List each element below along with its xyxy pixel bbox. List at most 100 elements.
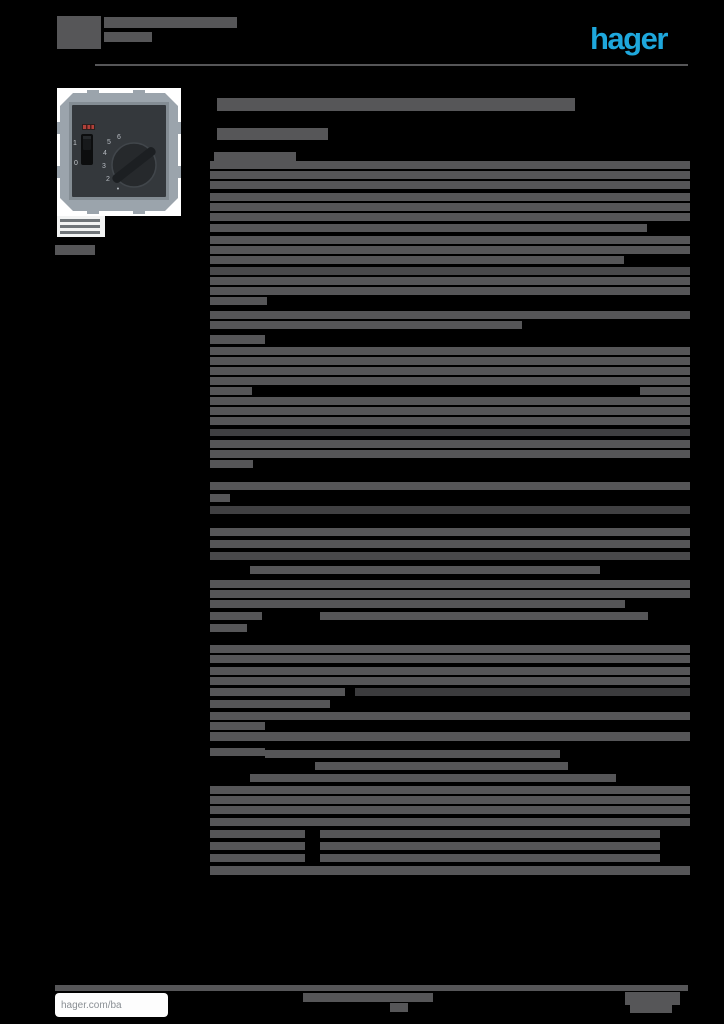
redacted-text-line: [250, 566, 600, 574]
redacted-text-line: [320, 854, 660, 862]
redacted-text-line: [210, 335, 265, 344]
redacted-text-line: [210, 854, 305, 862]
redacted-text-line: [210, 213, 690, 221]
dial-number-3: 3: [102, 163, 106, 170]
redacted-text-line: [625, 992, 680, 1005]
redacted-text-line: [320, 842, 660, 850]
hager-logo: hager: [590, 21, 668, 56]
redacted-text-line: [217, 128, 328, 140]
redacted-text-line: [210, 818, 690, 826]
redacted-text-line: [210, 171, 690, 179]
redacted-text-line: [210, 688, 345, 696]
redacted-text-line: [210, 806, 690, 814]
dial-number-5: 5: [107, 139, 111, 146]
redacted-text-line: [210, 193, 690, 201]
redacted-text-line: [104, 32, 152, 42]
redacted-text-line: [210, 612, 262, 620]
label-text-line: [60, 231, 100, 234]
switch-label-on: 1: [73, 140, 77, 147]
footer-website-link[interactable]: hager.com/ba: [55, 993, 168, 1017]
redacted-text-line: [210, 417, 690, 425]
redacted-text-line: [210, 655, 690, 663]
redacted-text-line: [210, 347, 690, 355]
redacted-text-line: [210, 287, 690, 295]
indicator-led: [82, 124, 95, 130]
redacted-text-line: [210, 367, 690, 375]
dial-number-6: 6: [117, 134, 121, 141]
redacted-text-line: [210, 321, 522, 329]
redacted-text-line: [210, 732, 690, 741]
redacted-text-line: [210, 297, 267, 305]
redacted-text-line: [250, 774, 616, 782]
redacted-text-line: [630, 1005, 672, 1013]
redacted-text-line: [210, 440, 690, 448]
toggle-switch[interactable]: [81, 134, 93, 165]
redacted-text-line: [55, 985, 688, 991]
redacted-text-line: [210, 407, 690, 415]
thermostat-illustration: 1 0 6 5 4 3 2 •: [57, 88, 181, 216]
redacted-text-line: [210, 722, 265, 730]
redacted-text-line: [210, 181, 690, 189]
redacted-text-line: [210, 450, 690, 458]
redacted-text-line: [210, 600, 625, 608]
redacted-text-line: [210, 494, 230, 502]
redacted-text-line: [210, 224, 647, 232]
redacted-text-line: [104, 17, 237, 28]
redacted-text-line: [355, 688, 690, 696]
redacted-text-line: [210, 645, 690, 653]
redacted-text-line: [210, 357, 690, 365]
redacted-text-line: [210, 311, 690, 319]
product-photo: 1 0 6 5 4 3 2 •: [57, 88, 181, 216]
redacted-text-line: [210, 267, 690, 275]
label-text-line: [60, 225, 100, 228]
redacted-text-line: [210, 246, 690, 254]
redacted-text-line: [210, 677, 690, 685]
redacted-text-line: [265, 750, 560, 758]
redacted-text-line: [95, 64, 688, 66]
redacted-text-line: [210, 712, 690, 720]
redacted-text-line: [217, 98, 575, 111]
redacted-text-line: [210, 460, 253, 468]
dial-number-2: 2: [106, 176, 110, 183]
redacted-text-line: [210, 580, 690, 588]
redacted-text-line: [214, 152, 296, 161]
redacted-text-line: [210, 387, 252, 395]
redacted-text-line: [210, 700, 330, 708]
product-label-box: [57, 216, 105, 237]
redacted-text-line: [210, 830, 305, 838]
redacted-text-line: [303, 993, 433, 1002]
redacted-text-line: [210, 236, 690, 244]
redacted-text-line: [55, 245, 95, 255]
redacted-text-line: [210, 540, 690, 548]
redacted-text-line: [210, 667, 690, 675]
redacted-text-line: [210, 397, 690, 405]
redacted-text-line: [640, 387, 690, 395]
redacted-text-line: [210, 203, 690, 211]
redacted-text-line: [210, 866, 690, 875]
redacted-text-line: [210, 552, 690, 560]
redacted-text-line: [210, 277, 690, 285]
dial-minimum-mark: •: [117, 186, 120, 193]
redacted-text-line: [210, 506, 690, 514]
redacted-text-line: [210, 624, 247, 632]
redacted-text-line: [210, 842, 305, 850]
redacted-text-line: [57, 16, 101, 49]
redacted-text-line: [210, 377, 690, 385]
redacted-text-line: [315, 762, 568, 770]
label-text-line: [60, 219, 100, 222]
switch-label-off: 0: [74, 160, 78, 167]
redacted-text-line: [210, 161, 690, 169]
redacted-text-line: [320, 830, 660, 838]
redacted-text-line: [390, 1003, 408, 1012]
redacted-text-line: [210, 482, 690, 490]
redacted-text-line: [210, 429, 690, 436]
redacted-text-line: [320, 612, 648, 620]
redacted-text-line: [210, 590, 690, 598]
rotary-dial[interactable]: [111, 142, 158, 188]
dial-number-4: 4: [103, 150, 107, 157]
redacted-text-line: [210, 796, 690, 804]
redacted-text-line: [210, 528, 690, 536]
redacted-text-line: [210, 256, 624, 264]
